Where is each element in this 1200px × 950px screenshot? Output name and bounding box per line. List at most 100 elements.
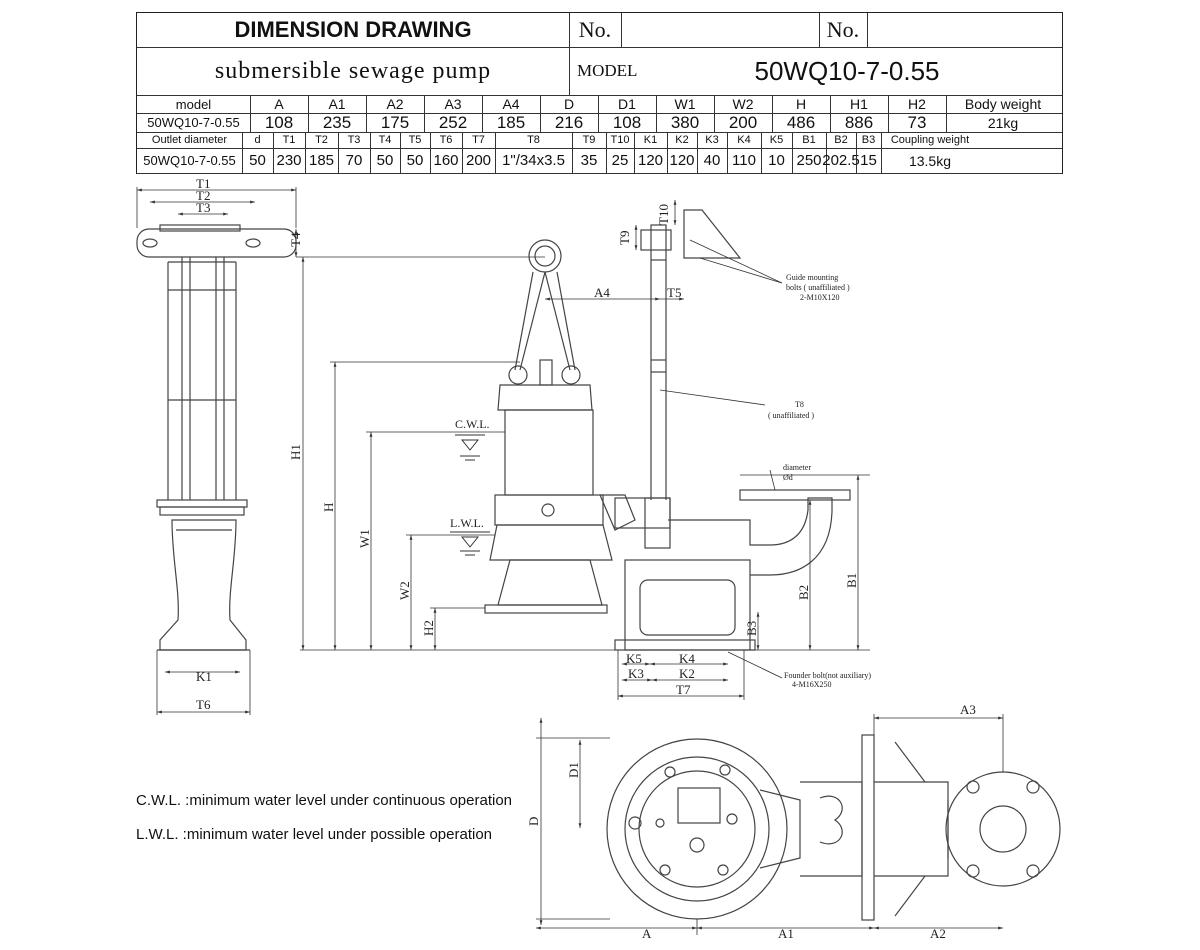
table2-header-cell: B1	[802, 134, 816, 146]
label-D1: D1	[566, 762, 581, 778]
table2-value-cell: 110	[732, 152, 756, 169]
number-label-1: No.	[578, 17, 612, 42]
t8-note-2: ( unaffiliated )	[768, 411, 814, 420]
label-A2: A2	[930, 926, 946, 941]
table1-value-cell: 252	[438, 112, 468, 132]
guide-rail-side-view	[136, 224, 297, 651]
table2-value-cell: 70	[345, 152, 363, 169]
table2-value-cell: 25	[611, 152, 629, 169]
guide-bolts-note-1: Guide mounting	[786, 273, 838, 282]
table1-header-cell: A	[274, 96, 284, 112]
table2-header-cell: K5	[769, 134, 784, 146]
table2-header-cell: T5	[408, 134, 422, 146]
table1-value-cell: 108	[612, 112, 642, 132]
lwl-label: L.W.L.	[450, 516, 484, 530]
table1-value-cell: 175	[380, 112, 410, 132]
label-A: A	[642, 926, 652, 941]
table1-value-cell: 185	[496, 112, 526, 132]
cwl-note: C.W.L. :minimum water level under contin…	[136, 792, 513, 809]
table2-value-cell: 40	[703, 152, 721, 169]
label-T5: T5	[667, 285, 681, 300]
label-T3: T3	[196, 200, 210, 215]
table2-header-cell: T7	[472, 134, 485, 146]
table2-header-cell: T2	[315, 134, 328, 146]
table2-header-cell: d	[254, 134, 261, 146]
table2-value-cell: 185	[308, 152, 335, 169]
table2-value-cell: 50	[406, 152, 424, 169]
label-B3: B3	[744, 621, 759, 636]
table1-value-cell: 886	[844, 112, 874, 132]
label-H1: H1	[288, 444, 303, 460]
table2-header-cell: T10	[610, 134, 630, 146]
label-B1: B1	[844, 573, 859, 588]
table2-value-cell: 250	[796, 152, 822, 169]
table1-value-cell: 21kg	[987, 114, 1019, 131]
table1-header-cell: A3	[444, 96, 462, 112]
pump-side-view	[484, 239, 636, 614]
table1-value-cell: 235	[322, 112, 352, 132]
label-K1: K1	[196, 669, 212, 684]
label-T2: T2	[196, 188, 210, 203]
label-T1: T1	[196, 176, 210, 191]
table2-header-cell: Coupling weight	[890, 134, 970, 146]
label-T6: T6	[196, 697, 211, 712]
label-H2: H2	[421, 620, 436, 636]
founder-bolt-note-1: Founder bolt(not auxiliary)	[784, 671, 871, 680]
table1-header-cell: H2	[908, 96, 926, 112]
table2-value-cell: 50	[376, 152, 394, 169]
drawing-title: DIMENSION DRAWING	[234, 17, 472, 42]
label-H: H	[321, 503, 336, 512]
label-T4: T4	[288, 232, 303, 247]
title-block: DIMENSION DRAWING No. No. submersible se…	[136, 12, 1063, 174]
table2-value-cell: 50	[249, 152, 266, 169]
table2-header-cell: K4	[737, 134, 751, 146]
table1-value-cell: 50WQ10-7-0.55	[147, 115, 240, 130]
label-D: D	[526, 817, 541, 826]
table2-value-cell: 160	[433, 152, 459, 169]
table1-header-cell: A4	[502, 96, 520, 112]
table2-header-cell: T4	[378, 134, 392, 146]
diameter-note-1: diameter	[783, 463, 811, 472]
label-K4: K4	[679, 651, 695, 666]
table2-header-cell: B3	[861, 134, 876, 146]
table2-header-cell: T3	[347, 134, 361, 146]
table1-value-cell: 200	[728, 112, 758, 132]
label-T7: T7	[676, 682, 691, 697]
table2-value-cell: 15	[860, 152, 877, 169]
label-K3: K3	[628, 666, 644, 681]
pump-plan-view	[606, 734, 1061, 921]
label-K2: K2	[679, 666, 695, 681]
table2-header-cell: T1	[282, 134, 296, 146]
table1-header-cell: D	[563, 96, 575, 112]
label-T9: T9	[617, 231, 632, 245]
label-K5: K5	[626, 651, 642, 666]
table1-value-cell: 73	[907, 112, 927, 132]
label-T10: T10	[656, 204, 671, 225]
table2-header-cell: K3	[705, 134, 719, 146]
table2-value-cell: 10	[768, 152, 785, 169]
table1-value-cell: 108	[264, 112, 294, 132]
table2-header-cell: K2	[675, 134, 689, 146]
founder-bolt-note-2: 4-M16X250	[792, 680, 832, 689]
table2-value-cell: 120	[669, 152, 695, 169]
table2-value-cell: 35	[580, 152, 598, 169]
table1-header-cell: H1	[850, 96, 868, 112]
table1-header-cell: A2	[386, 96, 404, 112]
label-W2: W2	[397, 581, 412, 600]
product-name: submersible sewage pump	[214, 57, 492, 84]
guide-bolts-note-3: 2-M10X120	[800, 293, 840, 302]
label-A1: A1	[778, 926, 794, 941]
table2-value-cell: 50WQ10-7-0.55	[143, 153, 236, 168]
table1-header-cell: A1	[328, 96, 346, 112]
table2-value-cell: 200	[465, 152, 492, 169]
model-label: MODEL	[577, 61, 638, 80]
table2-value-cell: 202.5	[822, 152, 860, 169]
table2-header-cell: T9	[582, 134, 596, 146]
table2-header-cell: B2	[834, 134, 848, 146]
table2-header-cell: T6	[439, 134, 453, 146]
table2-value-cell: 230	[276, 152, 302, 169]
guide-bolts-note-2: bolts ( unaffiliated )	[786, 283, 850, 292]
table1-value-cell: 486	[786, 112, 816, 132]
table1-header-cell: W2	[732, 96, 754, 112]
